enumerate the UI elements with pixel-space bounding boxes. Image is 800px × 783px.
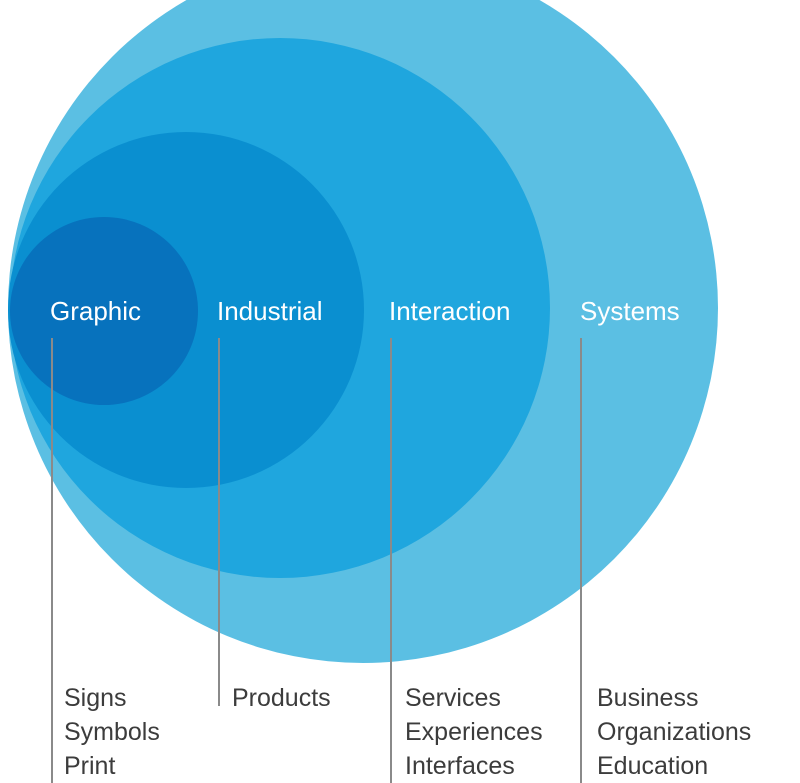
systems-item-education: Education — [597, 752, 708, 780]
interaction-item-interfaces: Interfaces — [405, 752, 515, 780]
label-graphic: Graphic — [50, 296, 141, 326]
circle-graphic — [10, 217, 198, 405]
graphic-item-symbols: Symbols — [64, 718, 160, 746]
label-systems: Systems — [580, 296, 680, 326]
interaction-item-experiences: Experiences — [405, 718, 543, 746]
systems-item-business: Business — [597, 684, 698, 712]
graphic-item-signs: Signs — [64, 684, 127, 712]
label-interaction: Interaction — [389, 296, 510, 326]
graphic-item-print: Print — [64, 752, 115, 780]
systems-item-organizations: Organizations — [597, 718, 751, 746]
label-industrial: Industrial — [217, 296, 323, 326]
industrial-item-products: Products — [232, 684, 331, 712]
interaction-item-services: Services — [405, 684, 501, 712]
